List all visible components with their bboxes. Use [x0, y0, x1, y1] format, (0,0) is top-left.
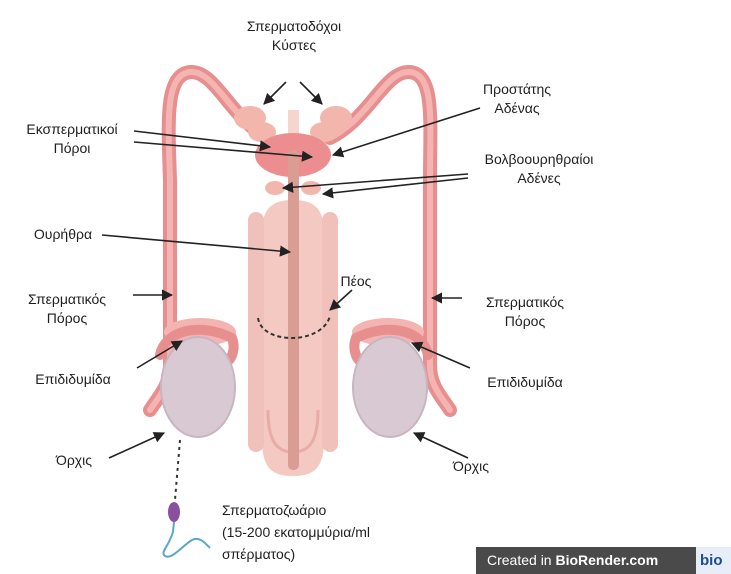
label-sperm: Σπερματοζωάριο (15-200 εκατομμύρια/ml σπ… — [222, 499, 422, 565]
label-sperm-line3: σπέρματος) — [222, 543, 422, 565]
label-bulbourethral-glands: Βολβοουρηθραίοι Αδένες — [464, 150, 614, 188]
label-prostate: Προστάτης Αδένας — [472, 80, 562, 118]
urethra — [288, 150, 299, 470]
label-testis-right-text: Όρχις — [441, 457, 501, 476]
label-sperm-line1: Σπερματοζωάριο — [222, 499, 422, 521]
testis-right-shape — [353, 337, 427, 437]
label-prostate-line1: Προστάτης — [472, 80, 562, 99]
label-testis-left-text: Όρχις — [44, 451, 104, 470]
testis-left-shape — [161, 337, 235, 437]
watermark-brand: BioRender.com — [555, 552, 658, 568]
label-vas-left-line2: Πόρος — [12, 309, 122, 328]
biorender-watermark: Created in BioRender.com bio — [476, 547, 731, 574]
label-vas-left-line1: Σπερματικός — [12, 290, 122, 309]
arrow-testis-right — [414, 433, 468, 458]
label-testis-right: Όρχις — [441, 457, 501, 476]
seminal-vesicle-left — [234, 106, 276, 142]
label-seminal-vesicles: Σπερματοδόχοι Κύστες — [229, 17, 359, 55]
label-vas-deferens-right: Σπερματικός Πόρος — [470, 293, 580, 331]
label-ejaculatory-line2: Πόροι — [12, 139, 132, 158]
label-epididymis-left: Επιδιδυμίδα — [15, 370, 131, 389]
label-testis-left: Όρχις — [44, 451, 104, 470]
label-penis-text: Πέος — [333, 272, 379, 291]
label-vas-deferens-left: Σπερματικός Πόρος — [12, 290, 122, 328]
arrow-seminal-left — [264, 82, 286, 104]
label-prostate-line2: Αδένας — [472, 99, 562, 118]
biorender-logo: bio — [696, 547, 731, 574]
arrow-seminal-right — [300, 82, 322, 104]
label-vas-right-line1: Σπερματικός — [470, 293, 580, 312]
label-urethra-text: Ουρήθρα — [25, 225, 101, 244]
label-ejaculatory-line1: Εκσπερματικοί — [12, 120, 132, 139]
label-epididymis-right: Επιδιδυμίδα — [467, 373, 583, 392]
label-sperm-line2: (15-200 εκατομμύρια/ml — [222, 521, 422, 543]
label-epididymis-left-text: Επιδιδυμίδα — [15, 370, 131, 389]
label-ejaculatory-ducts: Εκσπερματικοί Πόροι — [12, 120, 132, 158]
label-bulbourethral-line2: Αδένες — [464, 169, 614, 188]
watermark-prefix: Created in — [476, 552, 555, 568]
sperm-cell — [163, 502, 210, 557]
label-vas-right-line2: Πόρος — [470, 312, 580, 331]
label-urethra: Ουρήθρα — [25, 225, 101, 244]
label-bulbourethral-line1: Βολβοουρηθραίοι — [464, 150, 614, 169]
arrow-bulbo-2 — [323, 178, 468, 194]
label-seminal-vesicles-line1: Σπερματοδόχοι — [229, 17, 359, 36]
label-seminal-vesicles-line2: Κύστες — [229, 36, 359, 55]
arrow-testis-left — [109, 433, 164, 458]
label-epididymis-right-text: Επιδιδυμίδα — [467, 373, 583, 392]
sperm-dotted-line — [175, 440, 180, 500]
label-penis: Πέος — [333, 272, 379, 291]
